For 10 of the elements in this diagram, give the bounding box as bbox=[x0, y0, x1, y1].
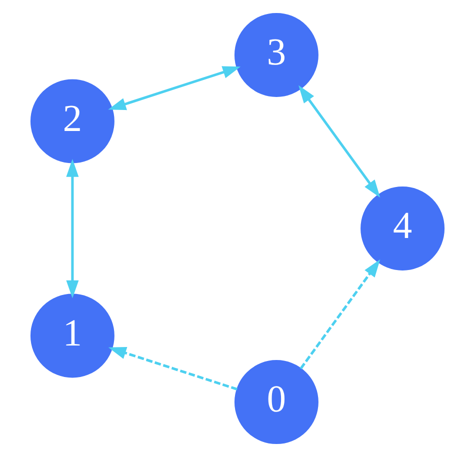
arrow bbox=[298, 85, 380, 198]
node-circle: 2 bbox=[30, 79, 114, 164]
node-circle: 1 bbox=[30, 294, 114, 378]
node-circle: 3 bbox=[234, 12, 318, 97]
arrow bbox=[108, 347, 238, 390]
arrow bbox=[299, 259, 380, 370]
node-circle: 4 bbox=[360, 186, 444, 270]
node-circle: 0 bbox=[234, 360, 318, 444]
arrow bbox=[108, 66, 240, 110]
arrow bbox=[66, 158, 78, 298]
